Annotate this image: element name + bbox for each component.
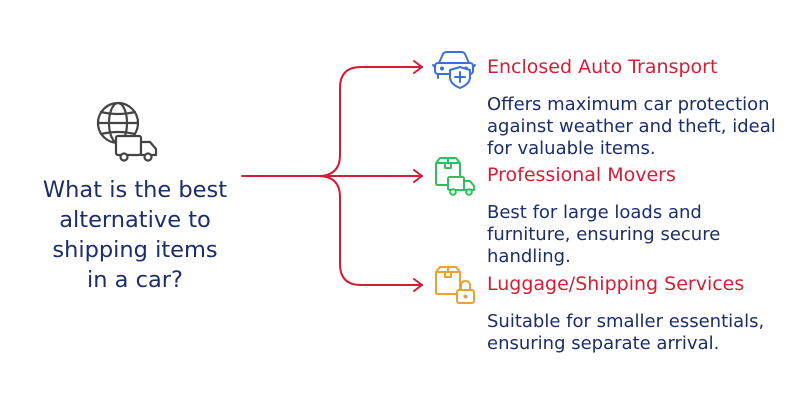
option-1-title: Enclosed Auto Transport xyxy=(487,56,718,78)
central-question: What is the best alternative to shipping… xyxy=(42,177,228,293)
arrowhead-1 xyxy=(413,60,423,74)
option-3-description: Suitable for smaller essentials, ensurin… xyxy=(487,311,765,354)
option-2-description: Best for large loads and furniture, ensu… xyxy=(487,202,721,267)
box-truck-icon xyxy=(435,157,475,196)
arrowhead-3 xyxy=(413,278,423,292)
option-3-title: Luggage/Shipping Services xyxy=(487,273,745,295)
box-lock-icon xyxy=(435,266,475,304)
globe-truck-icon xyxy=(96,101,158,162)
connector-branch-1 xyxy=(317,66,423,177)
option-2-title: Professional Movers xyxy=(487,164,676,186)
connector-branch-3 xyxy=(317,175,423,286)
arrowhead-2 xyxy=(413,169,423,183)
option-1-description: Offers maximum car protection against we… xyxy=(487,94,776,159)
car-shield-icon xyxy=(432,51,476,89)
